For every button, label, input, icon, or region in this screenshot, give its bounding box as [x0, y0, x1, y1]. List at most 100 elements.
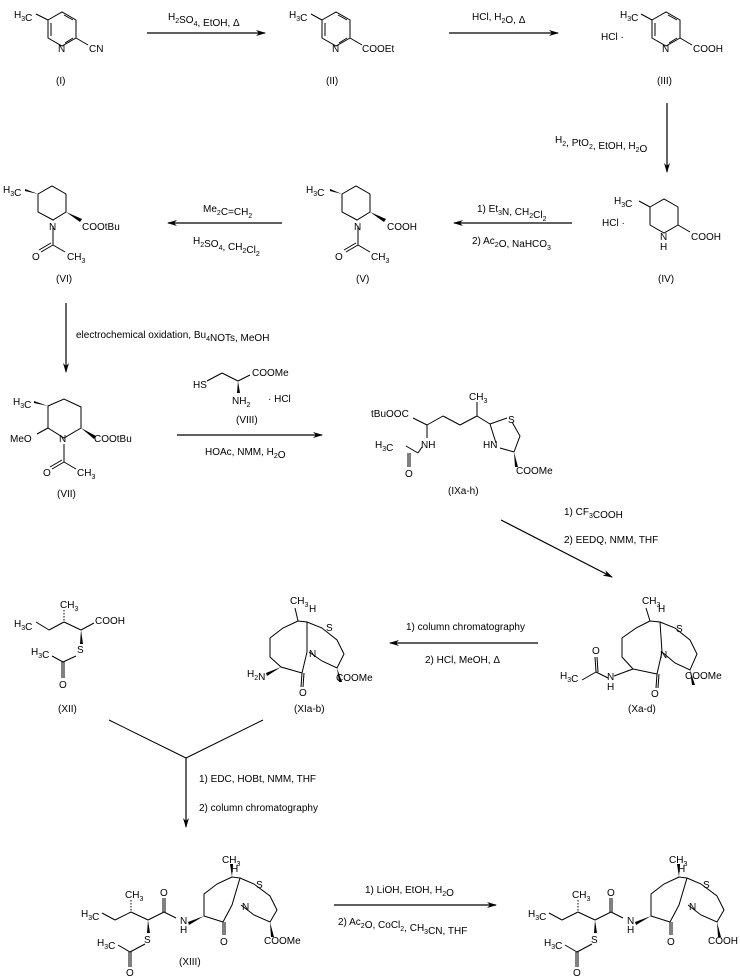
ester-label: COOMe: [336, 673, 373, 684]
substituent-label: COOH: [691, 232, 721, 243]
ester-label: COOMe: [264, 936, 301, 947]
bridgehead-h: H: [231, 864, 238, 875]
ring-nitrogen: N: [689, 902, 696, 913]
acetyl-methyl: H3C: [31, 647, 49, 661]
carbonyl-oxygen: O: [43, 468, 51, 479]
ring-nitrogen: N: [332, 44, 339, 55]
compound-V: H3C N COOH O CH3 (V): [306, 185, 417, 285]
conditions-above: 1) CF3COOH: [564, 507, 623, 521]
substituent-label: COOH: [387, 222, 417, 233]
compound-label: (Xa-d): [628, 704, 656, 715]
step-II-to-III: HCl, H2O, Δ: [449, 12, 559, 36]
compound-I: H3C N CN (I): [14, 10, 103, 87]
compound-XIII: CH3 H3C O N H H3C S O CH3 H S N O COOMe …: [81, 855, 301, 977]
lactam-oxygen: O: [220, 937, 228, 948]
compound-final: CH3 H3C O N H H3C S O CH3 H S N O COOH: [528, 855, 738, 977]
compound-label: (II): [326, 76, 338, 87]
conditions-below: 2) Ac2O, NaHCO3: [472, 236, 551, 252]
salt-label: HCl ·: [601, 32, 624, 43]
acid-label: COOH: [95, 616, 125, 627]
compound-label: (VIII): [236, 415, 258, 426]
ring-nitrogen: N: [59, 434, 66, 445]
conditions-above: 1) EDC, HOBt, NMM, THF: [199, 774, 316, 785]
sulfur-label: S: [326, 623, 333, 634]
conditions-above: H2, PtO2, EtOH, H2O: [555, 135, 648, 155]
conditions-below: H2SO4, CH2Cl2: [193, 236, 260, 258]
compound-II: H3C N COOEt (II): [289, 10, 394, 87]
step-VII-to-IX: HOAc, NMM, H2O: [177, 432, 323, 461]
amide-n: N: [607, 672, 614, 683]
conditions-below: 2) Ac2O, CoCl2, CH3CN, THF: [338, 917, 467, 937]
acid-label: COOH: [708, 936, 738, 947]
acetyl-methyl: CH3: [67, 252, 85, 265]
step-V-to-VI: Me2C=CH2 H2SO4, CH2Cl2: [167, 204, 282, 258]
lactam-oxygen: O: [299, 688, 307, 699]
compound-XI: CH3 H S N H2N O COOMe (XIa-b): [247, 596, 373, 715]
ring-nitrogen: N: [242, 902, 249, 913]
methyl-label: H3C: [3, 185, 21, 199]
compound-label: (I): [56, 76, 65, 87]
step-XIII-to-XIV: 1) LiOH, EtOH, H2O 2) Ac2O, CoCl2, CH3CN…: [334, 885, 497, 937]
ester-label: tBuOOC: [371, 409, 409, 420]
sulfur-label: S: [77, 645, 84, 656]
compound-VIII: HS COOMe NH2 · HCl (VIII): [193, 368, 291, 426]
ring-nitrogen: N: [660, 232, 667, 243]
sulfur-ring: S: [256, 880, 263, 891]
converge-line-right: [185, 719, 264, 759]
methyl-label: CH3: [290, 596, 308, 609]
bridgehead-h: H: [678, 864, 685, 875]
acetyl-methyl: CH3: [77, 468, 95, 481]
compound-label: (IXa-h): [448, 486, 479, 497]
methyl-label: H3C: [306, 185, 324, 199]
methyl-label: H3C: [614, 196, 632, 210]
ester-methyl-label: COOMe: [516, 466, 553, 477]
acetyl-oxygen: O: [592, 646, 600, 657]
step-III-to-IV: H2, PtO2, EtOH, H2O: [555, 103, 670, 173]
substituent-label: COOEt: [362, 44, 394, 55]
carbonyl-oxygen: O: [32, 252, 40, 263]
methyl-label: H3C: [289, 10, 307, 24]
compound-label: (IV): [658, 274, 674, 285]
compound-label: (XIa-b): [294, 704, 325, 715]
carbonyl-oxygen: O: [405, 469, 413, 480]
step-I-to-II: H2SO4, EtOH, Δ: [147, 12, 266, 36]
substituent-label: COOtBu: [82, 222, 120, 233]
ethyl-methyl: H3C: [81, 909, 99, 923]
sulfur-ring: S: [703, 880, 710, 891]
ring-nitrogen: N: [660, 650, 667, 661]
step-IV-to-V: 1) Et3N, CH2Cl2 2) Ac2O, NaHCO3: [453, 204, 572, 252]
conditions-above: 1) column chromatography: [406, 622, 525, 633]
amide-n: N: [180, 916, 187, 927]
ring-nitrogen: N: [49, 222, 56, 233]
ring-nitrogen: N: [354, 222, 361, 233]
acetyl-methyl: H3C: [560, 671, 578, 685]
converge-line-left: [108, 719, 187, 759]
conditions-below: 2) column chromatography: [199, 803, 318, 814]
step-X-to-XI: 1) column chromatography 2) HCl, MeOH, Δ: [389, 622, 538, 666]
substituent-label: COOH: [693, 44, 723, 55]
step-IX-to-X: 1) CF3COOH 2) EEDQ, NMM, THF: [500, 507, 658, 578]
conditions-above: HCl, H2O, Δ: [472, 12, 526, 26]
conditions-above: 1) LiOH, EtOH, H2O: [365, 885, 454, 899]
compound-label: (V): [356, 274, 369, 285]
sulfur-label: S: [591, 935, 598, 946]
thioester-oxygen: O: [126, 968, 134, 977]
methoxy-label: MeO: [10, 434, 32, 445]
compound-IV: H3C HCl · N H COOH (IV): [602, 196, 721, 285]
step-XI-XII-to-XIII: 1) EDC, HOBt, NMM, THF 2) column chromat…: [108, 719, 318, 828]
ester-label: COOMe: [252, 368, 289, 379]
conditions-below: 2) EEDQ, NMM, THF: [564, 535, 658, 546]
ring-nitrogen: N: [309, 649, 316, 660]
amine-label: H2N: [247, 669, 265, 683]
bridgehead-h: H: [658, 604, 665, 615]
ring-nitrogen: N: [662, 44, 669, 55]
methyl-label: CH3: [60, 600, 78, 613]
conditions-above: 1) Et3N, CH2Cl2: [477, 204, 547, 223]
compound-III: H3C HCl · N COOH (III): [601, 10, 723, 87]
compound-VII: H3C MeO N COOtBu O CH3 (VII): [10, 397, 132, 500]
amide-h: H: [607, 682, 614, 693]
compound-label: (XIII): [179, 957, 201, 968]
methyl-label: H3C: [14, 10, 32, 24]
amide-nh: NH: [421, 440, 435, 451]
